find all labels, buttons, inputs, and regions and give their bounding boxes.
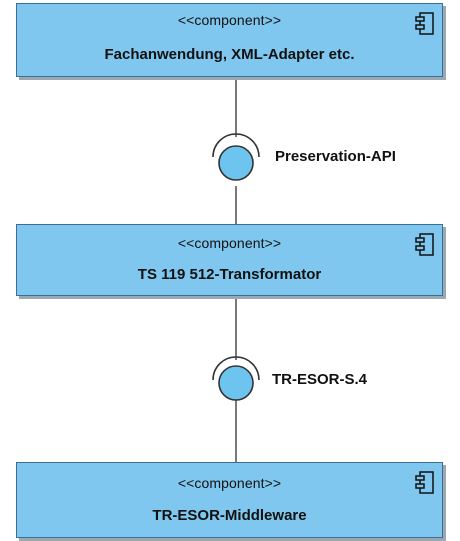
component-fachanwendung[interactable]: <<component>> Fachanwendung, XML-Adapter… [16,3,443,77]
component-name: TS 119 512-Transformator [137,266,322,283]
uml-component-icon [415,233,434,256]
required-interface-socket-1 [212,133,260,158]
provided-interface-ball-2 [218,365,254,401]
component-tr-esor-middleware[interactable]: <<component>> TR-ESOR-Middleware [16,462,443,538]
interface-label-preservation-api: Preservation-API [275,148,396,165]
uml-component-icon [415,12,434,35]
uml-component-icon [415,471,434,494]
component-name: TR-ESOR-Middleware [152,507,307,524]
component-stereotype: <<component>> [177,475,282,491]
component-stereotype: <<component>> [177,12,282,28]
component-stereotype: <<component>> [177,235,282,251]
interface-label-tr-esor-s4: TR-ESOR-S.4 [272,371,368,388]
provided-interface-ball-1 [218,145,254,181]
component-name: Fachanwendung, XML-Adapter etc. [104,46,355,63]
component-ts-119-512-transformator[interactable]: <<component>> TS 119 512-Transformator [16,224,443,296]
required-interface-socket-2 [212,356,260,381]
